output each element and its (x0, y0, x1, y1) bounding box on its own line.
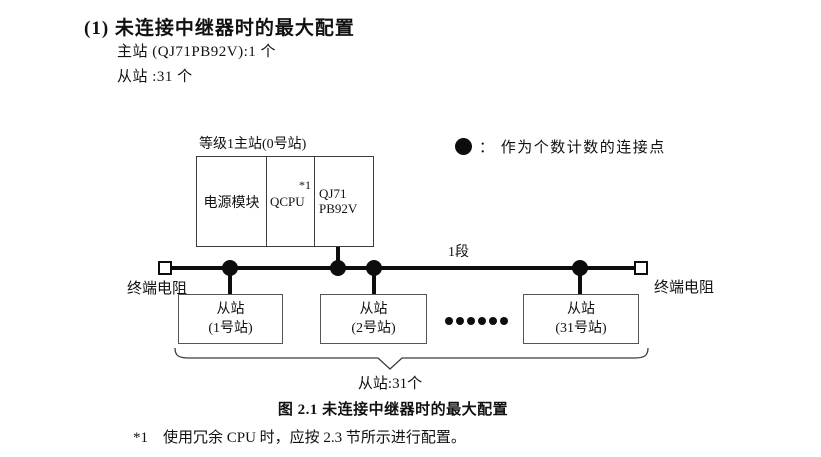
slave-station-2-box: 从站 (2号站) (320, 294, 427, 344)
master-station-label: 等级1主站(0号站) (199, 137, 307, 152)
slave-count-line: 从站 :31 个 (117, 69, 193, 85)
footnote-marker: *1 (133, 430, 148, 446)
connection-point-dot (330, 260, 346, 276)
terminating-resistor-right-label: 终端电阻 (654, 280, 715, 296)
segment-label: 1段 (448, 245, 469, 260)
footnote: *1 使用冗余 CPU 时，应按 2.3 节所示进行配置。 (133, 426, 466, 447)
legend: ： 作为个数计数的连接点 (455, 136, 666, 157)
slave1-label: 从站 (216, 302, 245, 317)
master-count-line: 主站 (QJ71PB92V):1 个 (117, 44, 277, 60)
pb92v-label-line1: QJ71 (319, 186, 347, 201)
qcpu-label: QCPU (270, 194, 305, 209)
slave31-number: (31号站) (555, 321, 607, 336)
slave2-drop-line (372, 268, 376, 294)
connection-point-dot (222, 260, 238, 276)
slave1-drop-line (228, 268, 232, 294)
slave-station-1-box: 从站 (1号站) (178, 294, 283, 344)
slave1-number: (1号站) (208, 321, 253, 336)
power-module-cell: 电源模块 (203, 195, 260, 211)
slave31-label: 从站 (567, 302, 595, 317)
figure-caption: 图 2.1 未连接中继器时的最大配置 (277, 402, 509, 418)
slave-total-label: 从站:31个 (357, 376, 423, 392)
legend-label: ： 作为个数计数的连接点 (479, 140, 666, 156)
connection-point-icon (455, 138, 472, 155)
slave-station-31-box: 从站 (31号站) (523, 294, 639, 344)
pb92v-label-line2: PB92V (319, 201, 358, 216)
terminating-resistor-left-label: 终端电阻 (127, 281, 188, 297)
terminating-resistor-left-icon (158, 261, 172, 275)
section-heading: (1) 未连接中继器时的最大配置 (84, 18, 355, 39)
footnote-reference: *1 (299, 178, 311, 192)
master-station-box: 电源模块 *1 QCPU QJ71 PB92V (196, 156, 374, 247)
slave2-number: (2号站) (351, 321, 396, 336)
connection-point-dot (366, 260, 382, 276)
pb92v-cell: QJ71 PB92V (314, 157, 373, 246)
bus-line (170, 266, 637, 270)
more-slaves-ellipsis (445, 317, 508, 325)
terminating-resistor-right-icon (634, 261, 648, 275)
slave31-drop-line (578, 268, 582, 294)
slave2-label: 从站 (359, 302, 388, 317)
footnote-text: 使用冗余 CPU 时，应按 2.3 节所示进行配置。 (163, 430, 466, 446)
master-drop-line (336, 247, 340, 268)
connection-point-dot (572, 260, 588, 276)
qcpu-cell: *1 QCPU (266, 157, 314, 246)
slaves-brace (174, 347, 649, 370)
